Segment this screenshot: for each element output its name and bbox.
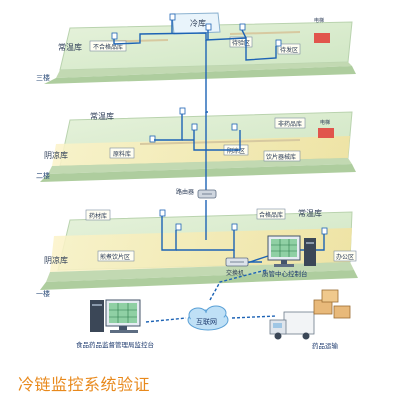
control-console-icon [267,235,316,267]
floor-2: 二楼 常温库 阴凉库 非药品库 原料库 阴凉区 饮片器械库 电梯 [36,107,356,182]
diagram-caption: 冷链监控系统验证 [18,375,151,394]
switch-label: 交换机 [226,269,244,277]
control-room-label: 质管中心控制台 [262,269,308,278]
decoction-label: 煎煮饮片区 [100,253,130,261]
sensor-icon [169,13,176,21]
normal-temp-label-2: 常温库 [90,111,114,121]
pending-ship-label: 待发区 [280,46,298,54]
sensor-icon [175,223,182,231]
elevator-marker-3 [314,33,330,43]
sensor-icon [179,107,186,115]
shaded-label-1: 阴凉库 [44,255,68,265]
qualified-label: 合格品库 [259,211,283,219]
elevator-label-2: 电梯 [320,119,330,126]
normal-temp-label-1: 常温库 [298,208,322,218]
shaded-label-2: 阴凉库 [44,150,68,160]
floor-1-label: 一楼 [36,289,50,298]
floor-3-label: 三楼 [36,73,50,82]
cold-storage-label: 冷库 [190,18,206,28]
sensor-icon [149,135,156,143]
unqualified-label: 不合格品库 [93,43,123,51]
material-label: 药材库 [89,212,107,220]
box-icon [321,289,339,303]
sensor-icon [239,23,246,31]
sensor-icon [231,123,238,131]
pending-check-label: 待验区 [232,39,250,47]
transport-label: 药品运输 [312,341,339,350]
normal-temp-label-3: 常温库 [58,42,82,52]
sensor-icon [111,32,118,40]
elevator-label-3: 电梯 [314,17,324,24]
router-icon [197,189,217,199]
sensor-icon [191,123,198,131]
sensor-icon [275,39,282,47]
shaded-zone-label: 阴凉区 [227,147,245,155]
regulator-label: 食品药品监督管理局监控台 [76,340,154,349]
internet-label: 互联网 [196,317,217,326]
non-drug-label: 非药品库 [278,120,302,128]
elevator-marker-2 [318,128,334,138]
switch-icon [225,257,249,267]
sensor-icon [231,223,238,231]
floor-3: 三楼 常温库 不合格品库 冷库 待验区 待发区 电梯 [36,12,356,84]
office-label: 办公区 [336,253,354,261]
sensor-icon [321,227,328,235]
raw-material-label: 原料库 [113,150,131,158]
regulator-pc-icon [90,299,141,333]
truck-icon [269,289,351,340]
box-icon [333,305,351,319]
sensor-icon [159,209,166,217]
router-label: 路由器 [176,188,194,196]
sensor-icon [205,23,212,31]
herbal-label: 饮片器械库 [266,153,296,161]
cloud-icon [187,305,229,331]
floor-2-label: 二楼 [36,171,50,180]
